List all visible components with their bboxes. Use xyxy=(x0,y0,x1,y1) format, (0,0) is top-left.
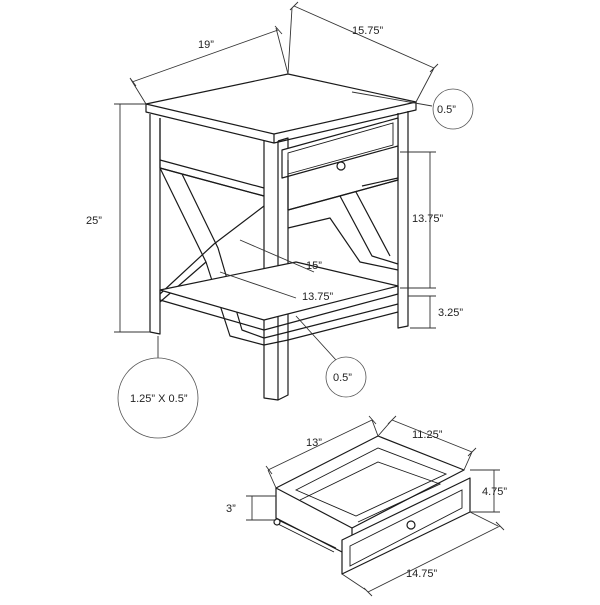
drawer-front-height-label: 4.75” xyxy=(482,486,507,498)
front-left-leg xyxy=(149,114,161,335)
left-x-brace xyxy=(159,167,265,346)
drawer-runner-wheel xyxy=(273,518,281,526)
drawer-front-width-label: 14.75” xyxy=(406,568,438,580)
shelf-thickness-label: 0.5” xyxy=(333,372,352,384)
drawer-depth-dimension-line xyxy=(265,415,379,489)
end-table-drawing xyxy=(145,73,417,401)
drawer-knob xyxy=(336,161,346,171)
back-right-leg xyxy=(397,111,409,329)
shelf-clearance-label: 3.25” xyxy=(438,307,463,319)
opening-height-label: 13.75” xyxy=(412,213,444,225)
inner-width-label: 15” xyxy=(306,260,322,272)
inner-depth-label: 13.75” xyxy=(302,291,334,303)
width-label: 19” xyxy=(198,39,214,51)
shelf-thickness-leader xyxy=(295,315,337,361)
height-dimension-line xyxy=(114,103,150,333)
bottom-stretcher xyxy=(263,303,399,346)
table-dimension-lines xyxy=(114,1,439,368)
drawer-depth-label: 13” xyxy=(306,437,322,449)
leg-size-callout xyxy=(117,357,199,439)
depth-label: 15.75” xyxy=(352,25,384,37)
drawer-front-inset-panel xyxy=(349,489,463,567)
drawer-box-floor xyxy=(299,461,442,523)
depth-dimension-line xyxy=(287,1,439,103)
top-thickness-leader xyxy=(351,91,433,107)
drawer-box-inner xyxy=(294,447,448,517)
drawer-front-panel xyxy=(281,117,399,179)
drawer-pull-knob xyxy=(406,520,416,530)
bottom-shelf-edge xyxy=(159,286,399,331)
drawer-drawing xyxy=(273,435,471,575)
drawer-front-width-dimension-line xyxy=(341,511,505,597)
left-apron xyxy=(159,118,265,197)
inner-width-dimension-line xyxy=(239,239,315,273)
right-x-brace xyxy=(287,177,399,271)
shelf-clearance-dimension-line xyxy=(408,295,436,329)
drawer-width-label: 11.25” xyxy=(412,429,443,441)
drawer-box-height-dimension-line xyxy=(246,495,276,521)
width-dimension-line xyxy=(129,25,289,105)
drawer-runner xyxy=(277,519,337,553)
height-label: 25” xyxy=(86,215,102,227)
leg-size-label: 1.25” X 0.5” xyxy=(130,393,188,405)
tabletop-edge xyxy=(145,102,417,144)
drawer-box-height-label: 3” xyxy=(226,503,236,515)
inner-depth-dimension-line xyxy=(219,271,297,299)
shelf-thickness-callout xyxy=(325,356,367,398)
top-thickness-callout xyxy=(432,88,474,130)
top-thickness-label: 0.5” xyxy=(437,104,456,116)
drawer-width-dimension-line xyxy=(377,415,477,471)
opening-height-dimension-line xyxy=(400,151,436,289)
drawer-dimension-lines xyxy=(246,415,505,597)
drawer-front-height-dimension-line xyxy=(470,469,500,513)
